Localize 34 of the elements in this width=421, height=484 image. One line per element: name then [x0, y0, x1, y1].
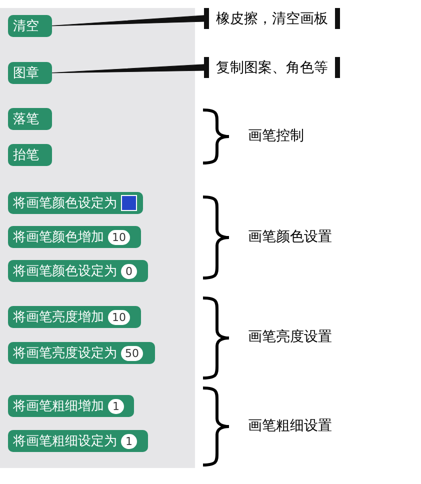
- code-block: [8, 306, 141, 328]
- code-block: [8, 192, 143, 214]
- code-block: [8, 144, 52, 166]
- value-input: 1: [121, 434, 137, 448]
- block-label: 将画笔亮度增加: [13, 309, 104, 326]
- annotation-box: 复制图案、角色等: [204, 57, 340, 78]
- value-input: 50: [121, 346, 143, 360]
- group-label: 画笔粗细设置: [248, 416, 332, 434]
- block-label: 将画笔粗细设定为: [13, 433, 117, 450]
- block-label: 落笔: [13, 111, 39, 128]
- code-block: [8, 108, 52, 130]
- block-label: 图章: [13, 65, 39, 82]
- code-block: [8, 62, 52, 84]
- block-label: 将画笔颜色设定为: [13, 195, 117, 212]
- code-block: [8, 260, 148, 282]
- group-label: 画笔亮度设置: [248, 328, 332, 346]
- block-label: 抬笔: [13, 147, 39, 164]
- value-input: 1: [108, 398, 124, 414]
- block-label: 将画笔粗细增加: [13, 398, 104, 415]
- code-block: [8, 395, 134, 417]
- block-label: 将画笔颜色设定为: [13, 263, 117, 280]
- block-label: 将画笔亮度设定为: [13, 345, 117, 362]
- value-input: 10: [108, 230, 130, 244]
- code-block: [8, 342, 155, 364]
- code-block: [8, 430, 148, 452]
- code-block: [8, 15, 52, 37]
- block-label: 将画笔颜色增加: [13, 229, 104, 246]
- block-label: 清空: [13, 18, 39, 35]
- value-input: 0: [121, 264, 137, 278]
- value-input: 10: [108, 310, 130, 324]
- code-block: [8, 226, 141, 248]
- group-label: 画笔控制: [248, 126, 304, 144]
- group-label: 画笔颜色设置: [248, 228, 332, 246]
- annotation-box: 橡皮擦，清空画板: [204, 8, 340, 29]
